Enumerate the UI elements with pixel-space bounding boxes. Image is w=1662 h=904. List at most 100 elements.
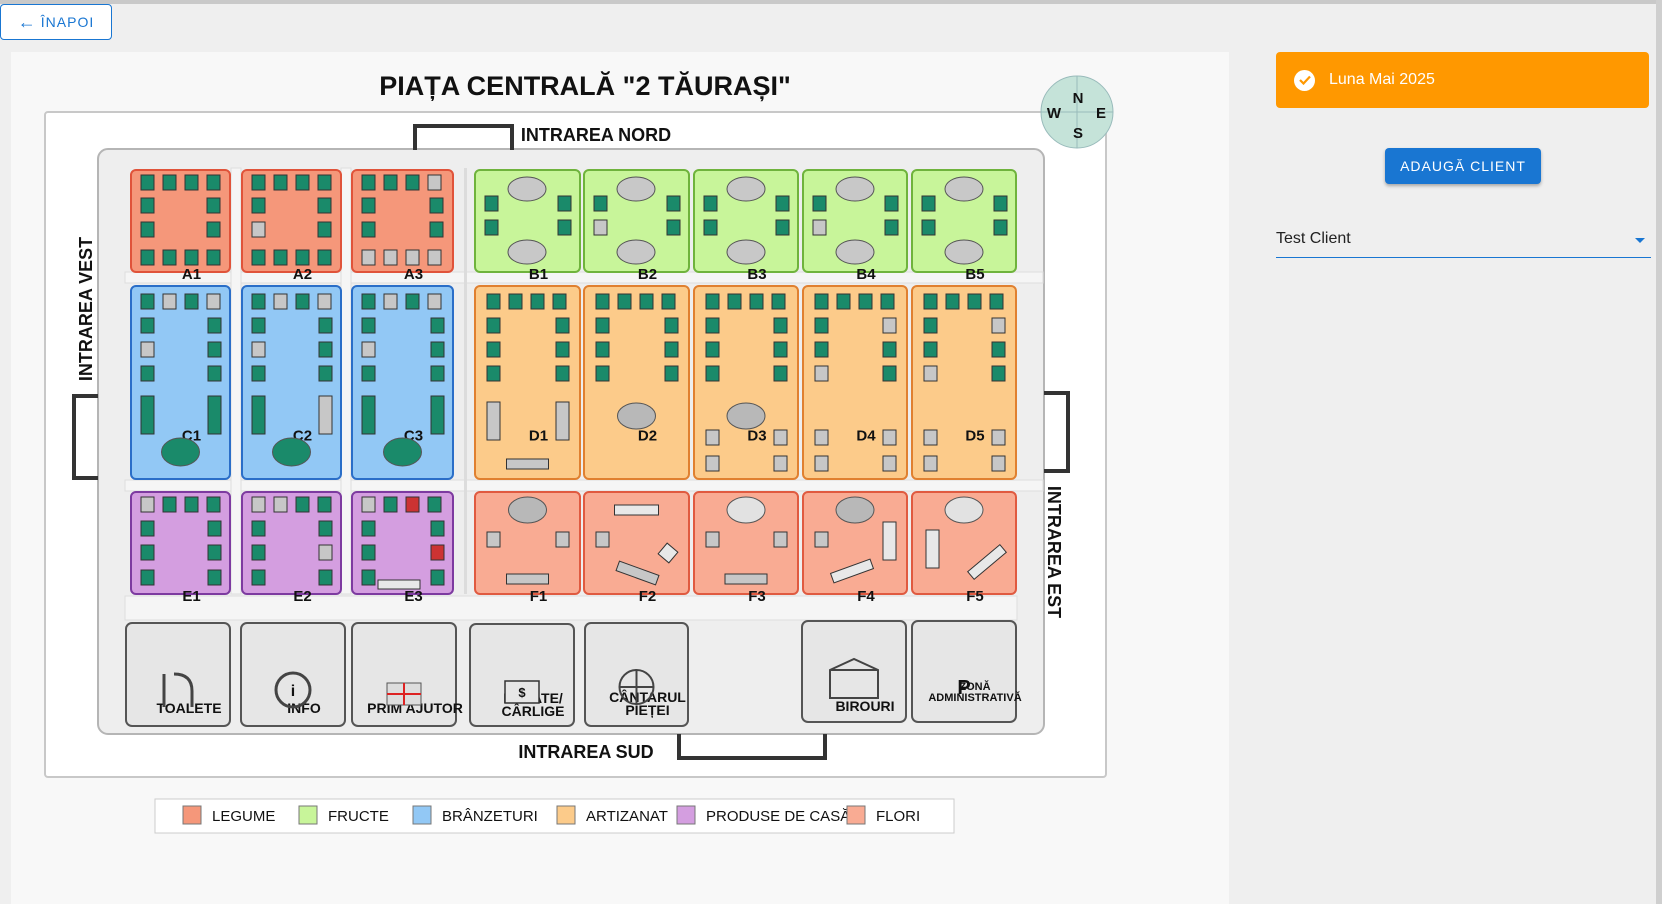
table-d2 xyxy=(661,293,676,310)
stall-label-a3: A3 xyxy=(404,266,423,283)
aisle-divider xyxy=(464,168,467,594)
table-c1 xyxy=(206,293,221,310)
table-c2 xyxy=(251,395,266,435)
table-d1 xyxy=(555,401,570,441)
table-d4 xyxy=(858,293,873,310)
table-c1 xyxy=(140,317,155,334)
stall-label-b1: B1 xyxy=(529,266,548,283)
table-e2 xyxy=(318,569,333,586)
table-d5 xyxy=(991,341,1006,358)
client-select[interactable]: Test Client xyxy=(1276,226,1651,258)
table-c1 xyxy=(184,293,199,310)
table-c2 xyxy=(318,365,333,382)
table-b4 xyxy=(884,219,899,236)
table-d1 xyxy=(555,341,570,358)
compass-south: S xyxy=(1073,125,1083,142)
legend-label-1: FRUCTE xyxy=(328,808,389,825)
table-e3 xyxy=(361,544,376,561)
table-d3 xyxy=(705,341,720,358)
table-c2 xyxy=(251,293,266,310)
table-d4 xyxy=(814,341,829,358)
table-d4 xyxy=(882,455,897,472)
stall-e2 xyxy=(241,491,342,595)
facility-label-cantar: CÂNTARUL xyxy=(609,688,686,705)
table-c2 xyxy=(272,437,311,467)
stall-e3 xyxy=(351,491,454,595)
compass-east: E xyxy=(1096,105,1106,122)
table-c3 xyxy=(361,293,376,310)
table-d1 xyxy=(486,401,501,441)
facility-label-toalete: TOALETE xyxy=(156,700,221,716)
table-d5 xyxy=(991,455,1006,472)
table-c3 xyxy=(430,395,445,435)
table-e2 xyxy=(251,544,266,561)
legend-swatch-2 xyxy=(412,805,432,825)
table-a2 xyxy=(273,249,288,266)
table-c2 xyxy=(251,341,266,358)
table-f2 xyxy=(614,504,659,516)
table-d1 xyxy=(486,341,501,358)
table-f1 xyxy=(555,531,570,548)
table-f1 xyxy=(506,573,549,585)
table-d1 xyxy=(506,458,549,470)
compass-north: N xyxy=(1073,90,1084,107)
table-c2 xyxy=(317,293,332,310)
back-button[interactable]: ← ÎNAPOI xyxy=(0,4,112,40)
table-b2 xyxy=(666,195,681,212)
table-f2 xyxy=(657,542,679,564)
table-e1 xyxy=(206,496,221,513)
table-e1 xyxy=(207,544,222,561)
facility-label-birouri: BIROURI xyxy=(835,698,894,714)
table-a2 xyxy=(251,249,266,266)
stall-f3 xyxy=(693,491,799,595)
legend-label-4: PRODUSE DE CASĂ xyxy=(706,808,850,825)
legend-label-5: FLORI xyxy=(876,808,920,825)
table-a3 xyxy=(361,221,376,238)
table-d4 xyxy=(814,429,829,446)
compass-west: W xyxy=(1047,105,1062,122)
table-a3 xyxy=(361,174,376,191)
facility-label-halate: CÂRLIGE xyxy=(502,702,565,719)
south-entrance-label: INTRAREA SUD xyxy=(518,742,653,762)
table-a1 xyxy=(140,174,155,191)
table-d5 xyxy=(991,365,1006,382)
table-d3 xyxy=(773,455,788,472)
stall-b2 xyxy=(583,169,690,273)
table-d3 xyxy=(705,429,720,446)
table-d3 xyxy=(705,293,720,310)
table-b1 xyxy=(484,219,499,236)
scrollbar-track[interactable] xyxy=(1656,0,1662,904)
table-d2 xyxy=(664,317,679,334)
table-e1 xyxy=(140,544,155,561)
table-f1 xyxy=(486,531,501,548)
table-e1 xyxy=(184,496,199,513)
table-a3 xyxy=(405,249,420,266)
stall-b1 xyxy=(474,169,581,273)
table-c3 xyxy=(430,365,445,382)
table-c3 xyxy=(361,317,376,334)
stall-label-f4: F4 xyxy=(857,588,875,605)
cross xyxy=(387,683,421,705)
table-a1 xyxy=(206,197,221,214)
table-a1 xyxy=(206,249,221,266)
table-a1 xyxy=(162,249,177,266)
table-a1 xyxy=(140,221,155,238)
east-entrance-label: INTRAREA EST xyxy=(1044,486,1064,618)
table-e3 xyxy=(427,496,442,513)
table-e3 xyxy=(361,520,376,537)
table-a1 xyxy=(140,249,155,266)
table-c2 xyxy=(318,317,333,334)
table-d2 xyxy=(595,293,610,310)
table-d5 xyxy=(945,293,960,310)
table-e3 xyxy=(430,569,445,586)
table-d3 xyxy=(705,455,720,472)
add-client-button[interactable]: ADAUGĂ CLIENT xyxy=(1385,148,1541,184)
table-e1 xyxy=(207,520,222,537)
table-b1 xyxy=(484,195,499,212)
table-b4 xyxy=(835,176,875,202)
table-d3 xyxy=(749,293,764,310)
money-icon xyxy=(504,680,540,704)
table-d2 xyxy=(595,341,610,358)
table-c2 xyxy=(295,293,310,310)
table-c2 xyxy=(251,365,266,382)
